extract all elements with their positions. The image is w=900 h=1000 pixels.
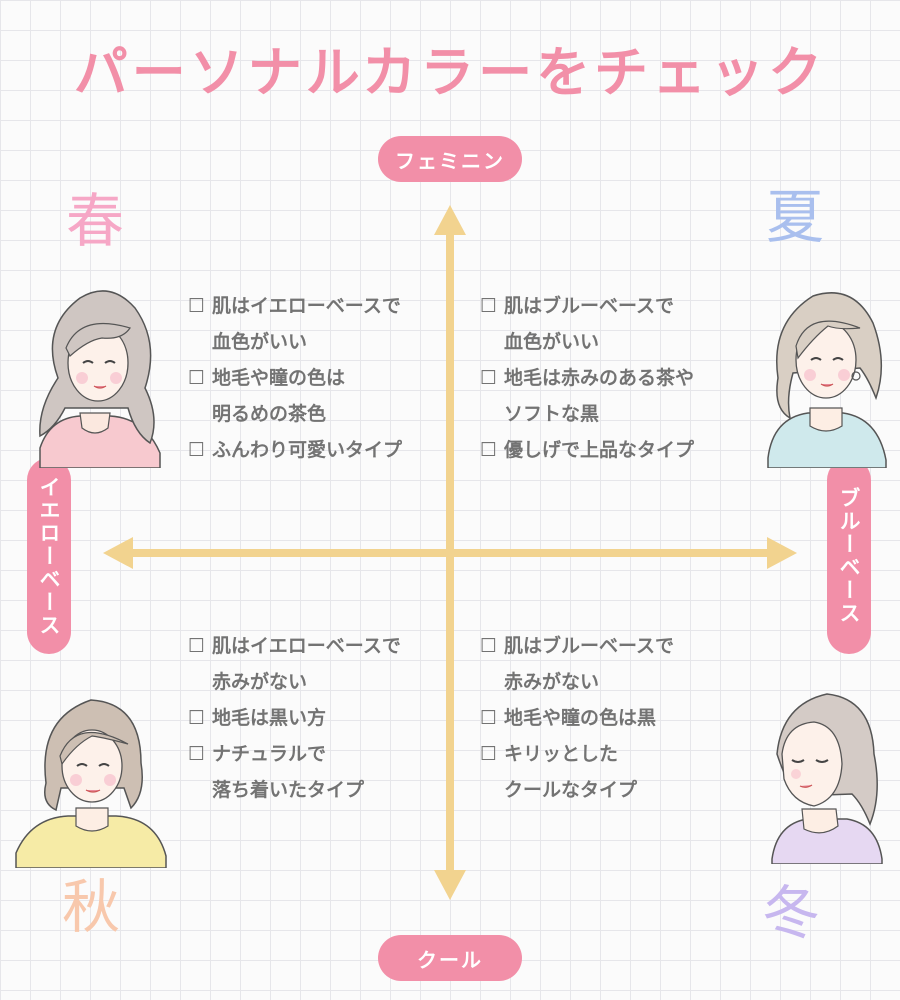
- checklist-item-text: 肌はブルーベースで: [504, 635, 675, 657]
- checklist-item-text: クールなタイプ: [504, 779, 638, 801]
- arrow-up-head: [434, 205, 466, 235]
- checklist-item-text: 地毛は赤みのある茶や: [504, 367, 695, 389]
- checkbox-icon: ☐: [188, 439, 206, 461]
- checklist-item-continuation: 血色がいい: [480, 324, 694, 360]
- checklist-item-continuation: 明るめの茶色: [188, 396, 402, 432]
- summer-checklist: ☐ 肌はブルーベースで 血色がいい ☐ 地毛は赤みのある茶や ソフトな黒 ☐ 優しげで…: [480, 288, 694, 468]
- checklist-item-text: 赤みがない: [504, 671, 600, 693]
- checkbox-icon: ☐: [480, 295, 498, 317]
- checklist-item-continuation: 血色がいい: [188, 324, 402, 360]
- checklist-item-continuation: 赤みがない: [188, 664, 401, 700]
- checkbox-icon: ☐: [480, 743, 498, 765]
- season-autumn-label: 秋: [62, 873, 121, 941]
- checklist-item-text: 血色がいい: [504, 331, 600, 353]
- summer-woman-illustration: [767, 292, 887, 468]
- season-winter-label: 冬: [762, 879, 821, 947]
- spring-woman-illustration: [39, 290, 161, 468]
- checklist-item-text: ナチュラルで: [212, 743, 327, 765]
- axis-label-blue-base: ブルーベース: [827, 458, 871, 654]
- checklist-item-continuation: 赤みがない: [480, 664, 674, 700]
- checklist-item-text: 血色がいい: [212, 331, 308, 353]
- arrow-right-head: [767, 537, 797, 569]
- season-summer-label: 夏: [766, 183, 825, 251]
- checklist-item: ☐ 地毛や瞳の色は: [188, 360, 402, 396]
- winter-checklist: ☐ 肌はブルーベースで 赤みがない ☐ 地毛や瞳の色は黒 ☐ キリッとした クールなタ…: [480, 628, 674, 808]
- checkbox-icon: ☐: [188, 707, 206, 729]
- checklist-item: ☐ 優しげで上品なタイプ: [480, 432, 694, 468]
- checklist-item-text: 肌はイエローベースで: [212, 635, 401, 657]
- autumn-checklist: ☐ 肌はイエローベースで 赤みがない ☐ 地毛は黒い方 ☐ ナチュラルで 落ち着いたタ…: [188, 628, 401, 808]
- arrow-down-head: [434, 870, 466, 900]
- axis-label-yellow-base: イエローベース: [27, 458, 71, 654]
- winter-woman-illustration: [771, 693, 883, 864]
- checkbox-icon: ☐: [480, 635, 498, 657]
- checklist-item: ☐ 肌はイエローベースで: [188, 628, 401, 664]
- page-title: パーソナルカラーをチェック: [73, 41, 827, 104]
- checkbox-icon: ☐: [188, 743, 206, 765]
- checklist-item: ☐ キリッとした: [480, 736, 674, 772]
- checklist-item-continuation: ソフトな黒: [480, 396, 694, 432]
- checklist-item-text: 赤みがない: [212, 671, 308, 693]
- checklist-item: ☐ 地毛や瞳の色は黒: [480, 700, 674, 736]
- checklist-item-continuation: クールなタイプ: [480, 772, 674, 808]
- checkbox-icon: ☐: [188, 295, 206, 317]
- checklist-item-text: キリッとした: [504, 743, 619, 765]
- checklist-item-text: 肌はブルーベースで: [504, 295, 675, 317]
- checkbox-icon: ☐: [480, 367, 498, 389]
- checklist-item-text: 地毛や瞳の色は黒: [504, 707, 657, 729]
- autumn-woman-illustration: [15, 699, 167, 868]
- checklist-item: ☐ 肌はイエローベースで: [188, 288, 402, 324]
- horizontal-axis-line: [128, 549, 772, 557]
- arrow-left-head: [103, 537, 133, 569]
- spring-checklist: ☐ 肌はイエローベースで 血色がいい ☐ 地毛や瞳の色は 明るめの茶色 ☐ ふんわり可…: [188, 288, 402, 468]
- axis-label-feminine: フェミニン: [378, 136, 522, 182]
- checklist-item-continuation: 落ち着いたタイプ: [188, 772, 401, 808]
- checklist-item: ☐ 肌はブルーベースで: [480, 288, 694, 324]
- checklist-item: ☐ 肌はブルーベースで: [480, 628, 674, 664]
- checklist-item-text: 明るめの茶色: [212, 403, 327, 425]
- checklist-item: ☐ 地毛は黒い方: [188, 700, 401, 736]
- checklist-item: ☐ ナチュラルで: [188, 736, 401, 772]
- checklist-item: ☐ 地毛は赤みのある茶や: [480, 360, 694, 396]
- checkbox-icon: ☐: [480, 707, 498, 729]
- checklist-item: ☐ ふんわり可愛いタイプ: [188, 432, 402, 468]
- checkbox-icon: ☐: [188, 635, 206, 657]
- checklist-item-text: ふんわり可愛いタイプ: [212, 439, 403, 461]
- checkbox-icon: ☐: [480, 439, 498, 461]
- checklist-item-text: ソフトな黒: [504, 403, 600, 425]
- checklist-item-text: 落ち着いたタイプ: [212, 779, 365, 801]
- checklist-item-text: 地毛は黒い方: [212, 707, 327, 729]
- checklist-item-text: 地毛や瞳の色は: [212, 367, 346, 389]
- checkbox-icon: ☐: [188, 367, 206, 389]
- checklist-item-text: 肌はイエローベースで: [212, 295, 401, 317]
- axis-label-cool: クール: [378, 935, 522, 981]
- season-spring-label: 春: [66, 187, 125, 255]
- checklist-item-text: 優しげで上品なタイプ: [504, 439, 695, 461]
